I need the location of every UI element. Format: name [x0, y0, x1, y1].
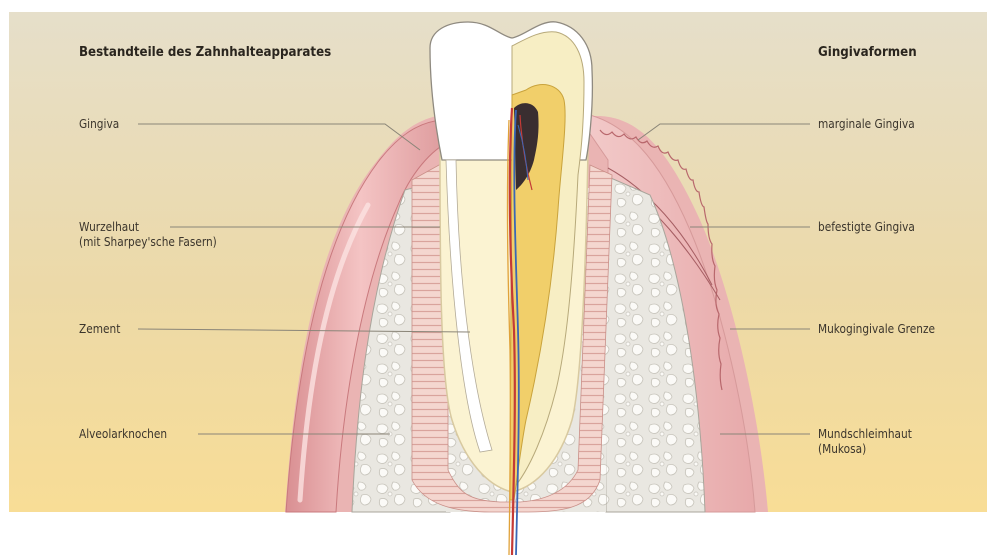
label-alveolarknochen: Alveolarknochen [79, 427, 167, 442]
label-mukogingivale-grenze: Mukogingivale Grenze [818, 322, 935, 337]
right-heading: Gingivaformen [818, 45, 917, 60]
label-gingiva: Gingiva [79, 117, 119, 132]
label-mukosa: (Mukosa) [818, 442, 866, 457]
label-zement: Zement [79, 322, 120, 337]
left-heading: Bestandteile des Zahnhalteapparates [79, 45, 331, 60]
label-wurzelhaut: Wurzelhaut [79, 220, 139, 235]
label-wurzelhaut-sub: (mit Sharpey'sche Fasern) [79, 235, 217, 250]
label-mundschleimhaut: Mundschleimhaut [818, 427, 912, 442]
label-marginale-gingiva: marginale Gingiva [818, 117, 915, 132]
label-befestigte-gingiva: befestigte Gingiva [818, 220, 915, 235]
